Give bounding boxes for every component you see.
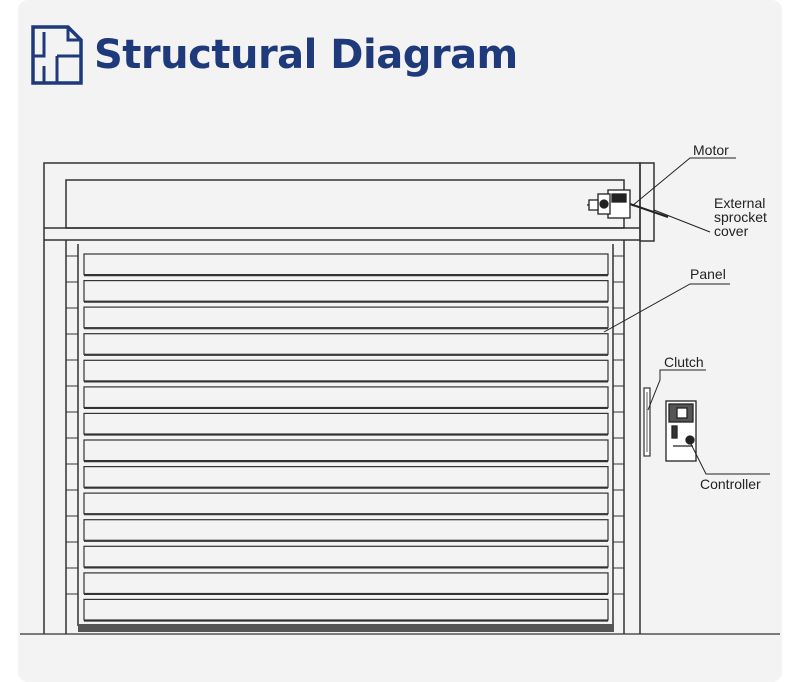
clutch-label: Clutch xyxy=(664,354,704,370)
panel-label: Panel xyxy=(690,266,726,282)
curtain-panel xyxy=(83,386,609,409)
panel-leader xyxy=(603,283,730,333)
curtain-panel xyxy=(83,466,609,488)
curtain-panel xyxy=(83,492,609,515)
motor xyxy=(587,189,631,219)
curtain-panel xyxy=(83,545,609,568)
motor-leader xyxy=(631,157,736,207)
curtain-panel xyxy=(83,280,609,302)
header-box xyxy=(65,179,625,229)
external-sprocket-cover-label-line3: cover xyxy=(714,223,749,239)
controller-leader xyxy=(689,441,770,475)
cover-leader xyxy=(653,209,711,233)
door-curtain xyxy=(83,253,609,622)
curtain-panel xyxy=(83,572,609,595)
controller xyxy=(665,400,697,462)
external-sprocket-cover-label-line2: sprocket xyxy=(714,209,767,225)
page-title: Structural Diagram xyxy=(94,32,518,78)
floor-plan-icon xyxy=(31,25,83,85)
curtain-panel xyxy=(83,439,609,462)
controller-label: Controller xyxy=(700,476,761,492)
curtain-panel xyxy=(83,412,609,435)
external-sprocket-cover xyxy=(639,162,655,242)
curtain-panel xyxy=(83,598,609,621)
header: Structural Diagram xyxy=(30,20,518,90)
external-sprocket-cover-label-line1: External xyxy=(714,195,765,211)
clutch xyxy=(643,387,651,457)
curtain-panel xyxy=(83,359,609,382)
curtain-panel xyxy=(83,519,609,541)
curtain-panel xyxy=(83,333,609,355)
door-frame-outer xyxy=(43,162,641,634)
bottom-seal xyxy=(78,624,614,632)
curtain-panel xyxy=(83,253,609,276)
clutch-leader xyxy=(647,369,706,411)
curtain-panel xyxy=(83,306,609,329)
motor-label: Motor xyxy=(693,142,729,158)
